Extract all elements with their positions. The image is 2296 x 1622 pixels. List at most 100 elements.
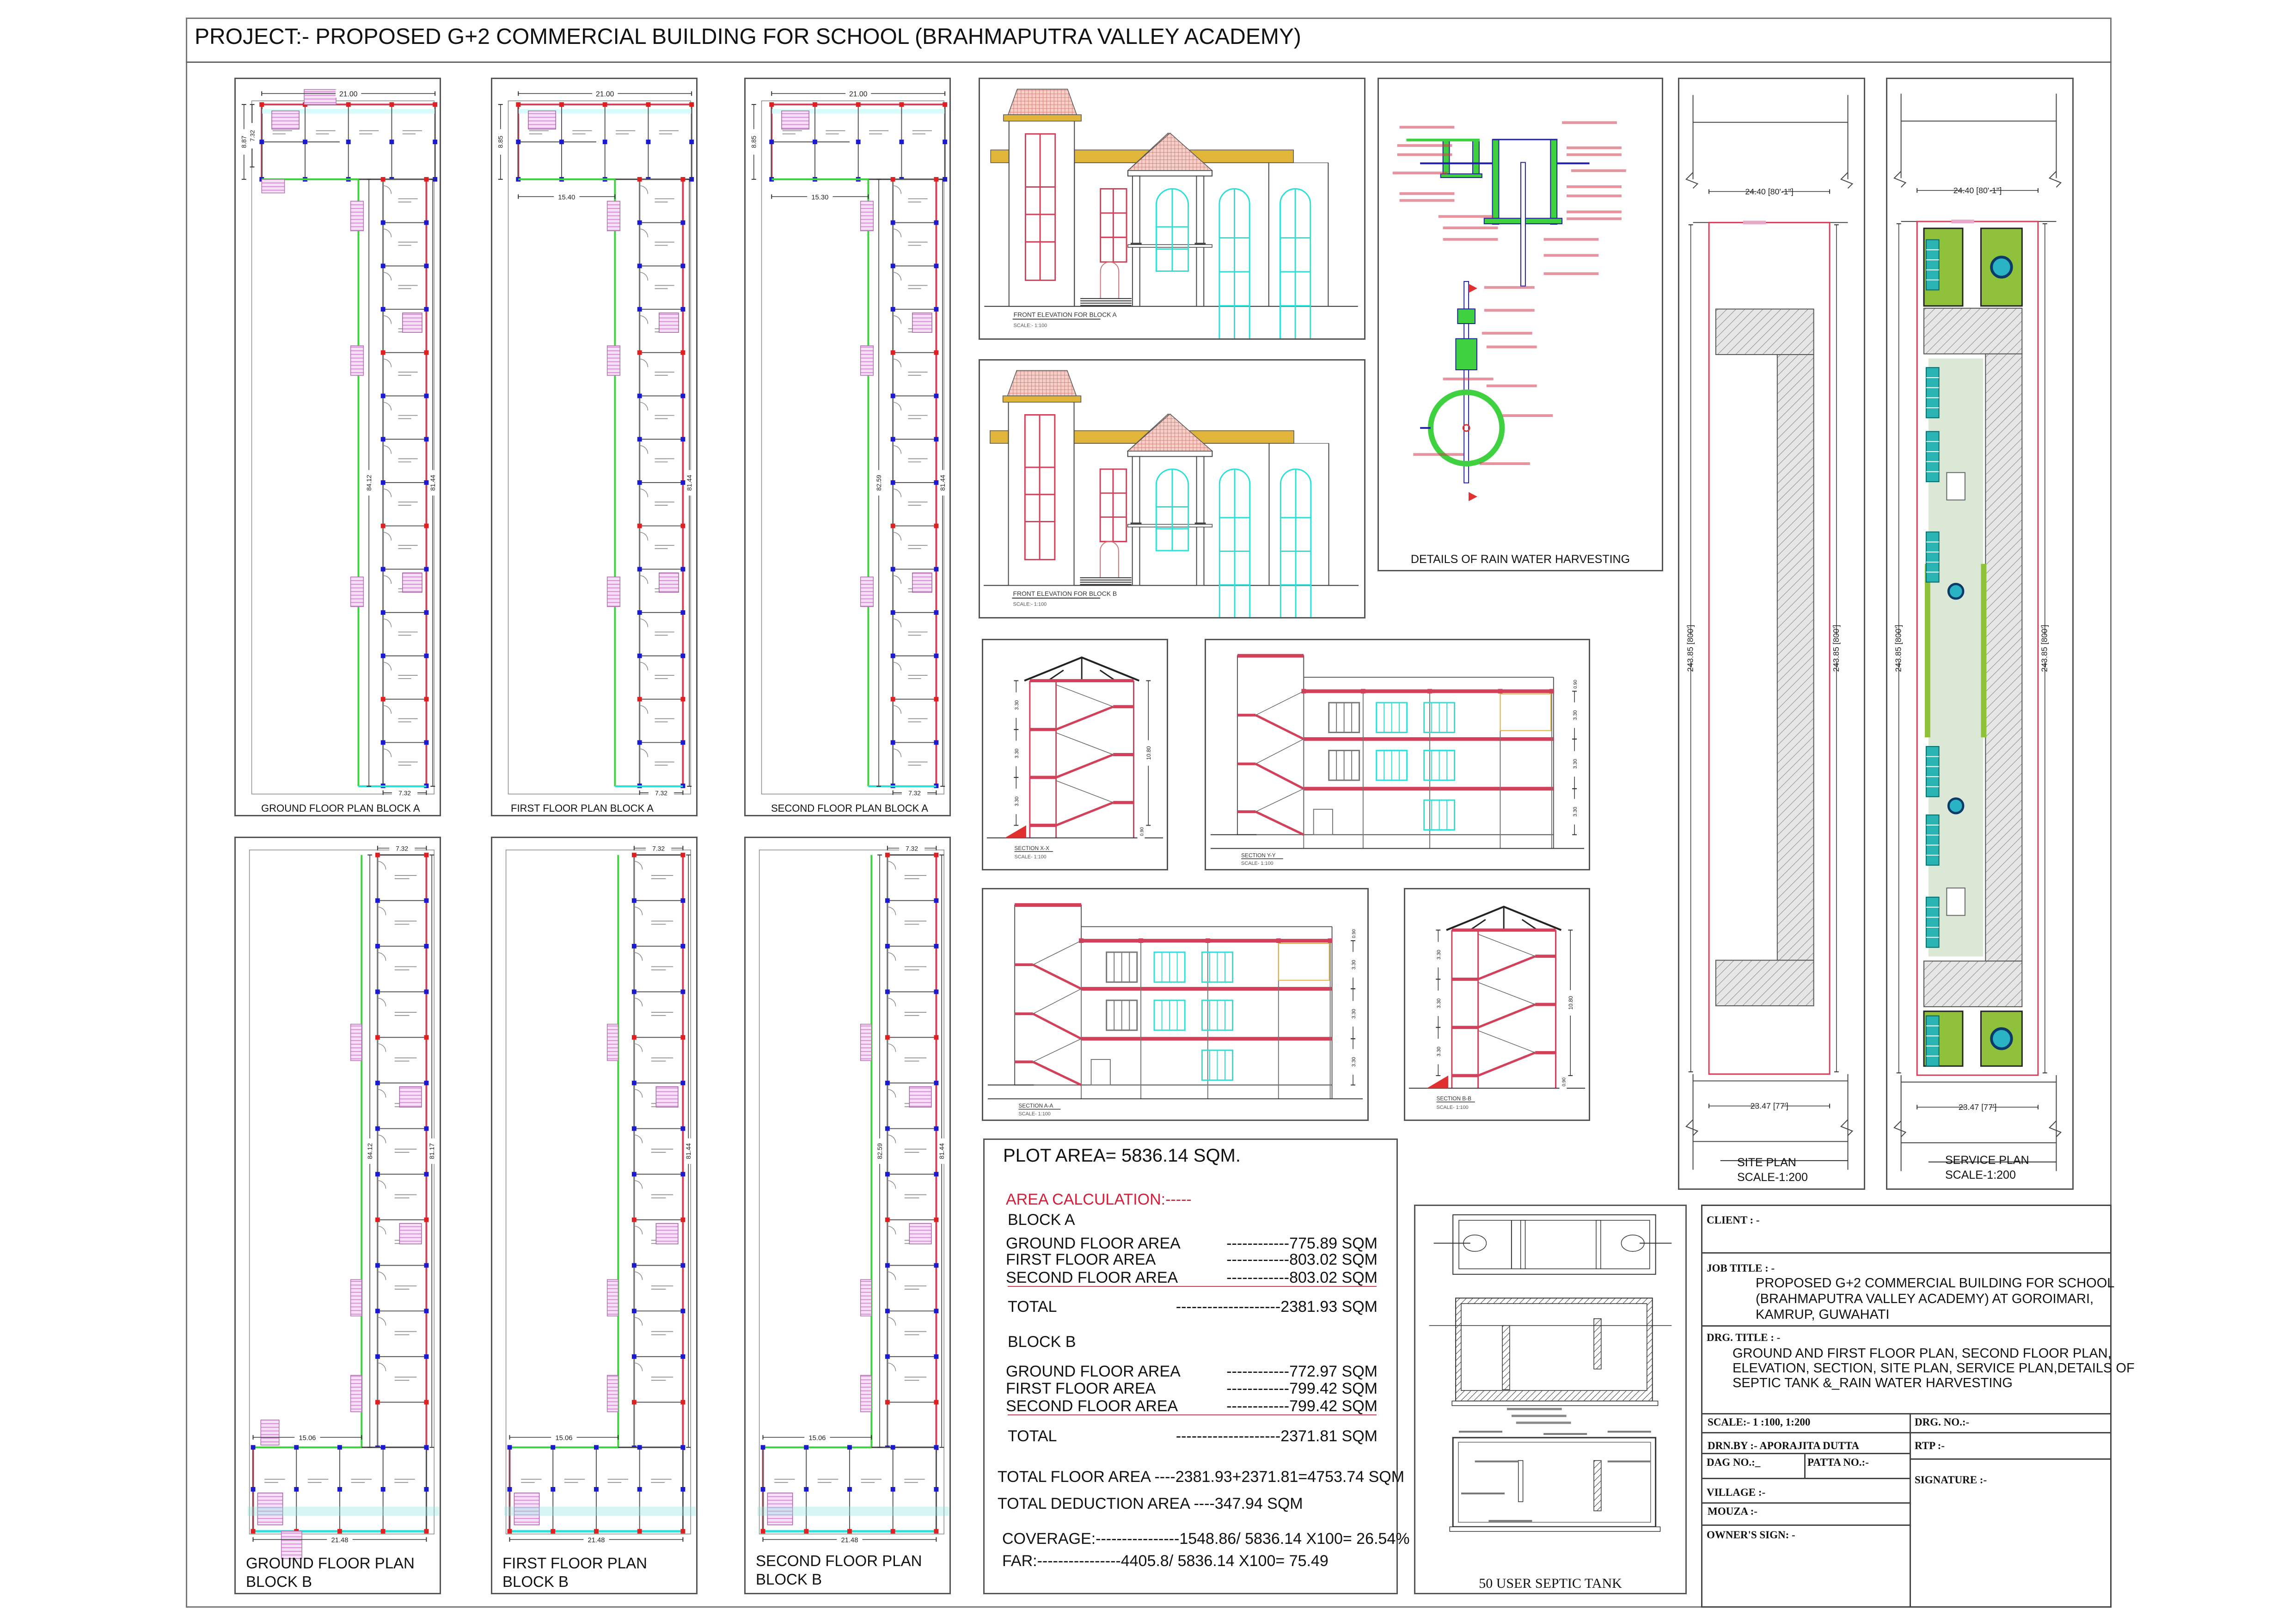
dimension-label: 81.17 [428,1143,435,1159]
parking-block [1925,531,1940,583]
area-calculation-panel [983,1138,1398,1594]
annotation-text [1461,1492,1505,1494]
setback-line [505,850,691,1535]
column-marker [551,1529,556,1534]
column-marker [346,140,351,144]
entrance-steps [304,89,337,105]
column-marker [375,1126,380,1131]
dimension-label: 3.30 [1573,759,1578,769]
door-swing [383,575,392,584]
column-marker [251,1487,256,1492]
column-marker [375,1400,380,1405]
annotation-text [1543,254,1599,257]
dimension-label: 7.32 [908,790,921,797]
stair [402,572,422,593]
flow-arrow [1469,492,1477,502]
stair-flight-upper [1033,940,1082,965]
column-marker [680,177,686,182]
door-swing [634,1043,643,1052]
column-marker [680,1126,686,1131]
door-swing [887,1362,896,1371]
column-marker [559,140,564,144]
column-marker [934,1487,939,1492]
dimension-label: SECTION Y-Y [1241,852,1275,858]
column-marker [885,1080,890,1085]
dimension-label: 21.00 [596,90,614,98]
dimension-gap [392,788,418,797]
column-marker [631,1080,637,1085]
dimension-gap [807,192,833,201]
annotation-text [1502,414,1553,417]
column-marker [424,567,429,572]
rtp-field: RTP :- [1915,1440,1945,1451]
column-marker [885,943,890,949]
dimension-label: 24.40 [80'-1"] [1953,186,2002,195]
stair-flight-upper [1478,934,1536,957]
village-field: VILLAGE :- [1707,1487,1766,1498]
column-marker [380,697,386,702]
title-block-rule [1701,1502,1910,1504]
annotation-text [1443,226,1498,230]
column-marker [885,852,890,857]
door-swing [893,618,902,627]
entrance-steps [606,1375,619,1412]
column-marker [680,1217,686,1222]
column-marker [689,140,694,144]
column-marker [380,307,386,312]
annotation-text [1567,217,1622,220]
break-line-icon [1685,1119,1699,1136]
dimension-gap [1756,187,1782,196]
column-marker [516,102,521,107]
column-marker [680,989,686,994]
annotation-text [1413,453,1464,456]
stair-flight-upper [1033,988,1082,1014]
dimension-label: 3.30 [1573,710,1578,720]
building-strip [1985,353,2023,962]
annotation-text [1484,286,1535,289]
break-line-icon [1893,171,1907,188]
annotation-text [1397,153,1452,156]
parking-block [1925,1015,1940,1067]
column-marker [637,437,642,442]
window-band [247,1506,440,1516]
dimension-label: 21.48 [841,1536,858,1544]
beam-marker [1276,938,1281,943]
block-a-total-value: --------------------2381.93 SQM [1176,1298,1378,1316]
dimension-label: 24.40 [80'-1"] [1745,187,1793,196]
dimension-gap [876,1138,883,1164]
dimension-label: 0.90 [1139,827,1145,836]
column-marker [934,852,939,857]
entrance-steps [261,179,285,194]
column-marker [602,102,607,107]
break-line-icon [1685,172,1699,189]
dimension-gap [750,129,758,155]
stair-flight-upper [1255,739,1304,765]
door-swing [377,861,386,870]
title-block-rule [1701,1432,2112,1433]
column-marker [847,1487,852,1492]
annotation-text [1399,192,1455,195]
desilting-base [1440,173,1482,178]
column-marker [424,1445,429,1450]
dimension-gap [1559,1069,1567,1095]
drawing-title-line: SEPTIC TANK &_RAIN WATER HARVESTING [1733,1376,2013,1390]
column-marker [890,220,895,225]
door-swing [893,358,902,367]
drawing-title-line: GROUND AND FIRST FLOOR PLAN, SECOND FLOO… [1733,1346,2112,1361]
coverage: COVERAGE:----------------1548.86/ 5836.1… [1002,1530,1410,1548]
rwh-caption: DETAILS OF RAIN WATER HARVESTING [1410,553,1630,566]
stair-flight-upper [1478,1030,1536,1053]
column-marker [680,610,686,615]
column-marker [424,480,429,485]
column-marker [380,1445,386,1450]
entrance-steps [860,1375,872,1412]
column-marker [885,1217,890,1222]
column-marker [424,697,429,702]
dimension-gap [428,1138,436,1164]
entrance-steps [350,1023,362,1061]
client-label: CLIENT : - [1707,1214,1760,1226]
column-marker [303,140,307,144]
